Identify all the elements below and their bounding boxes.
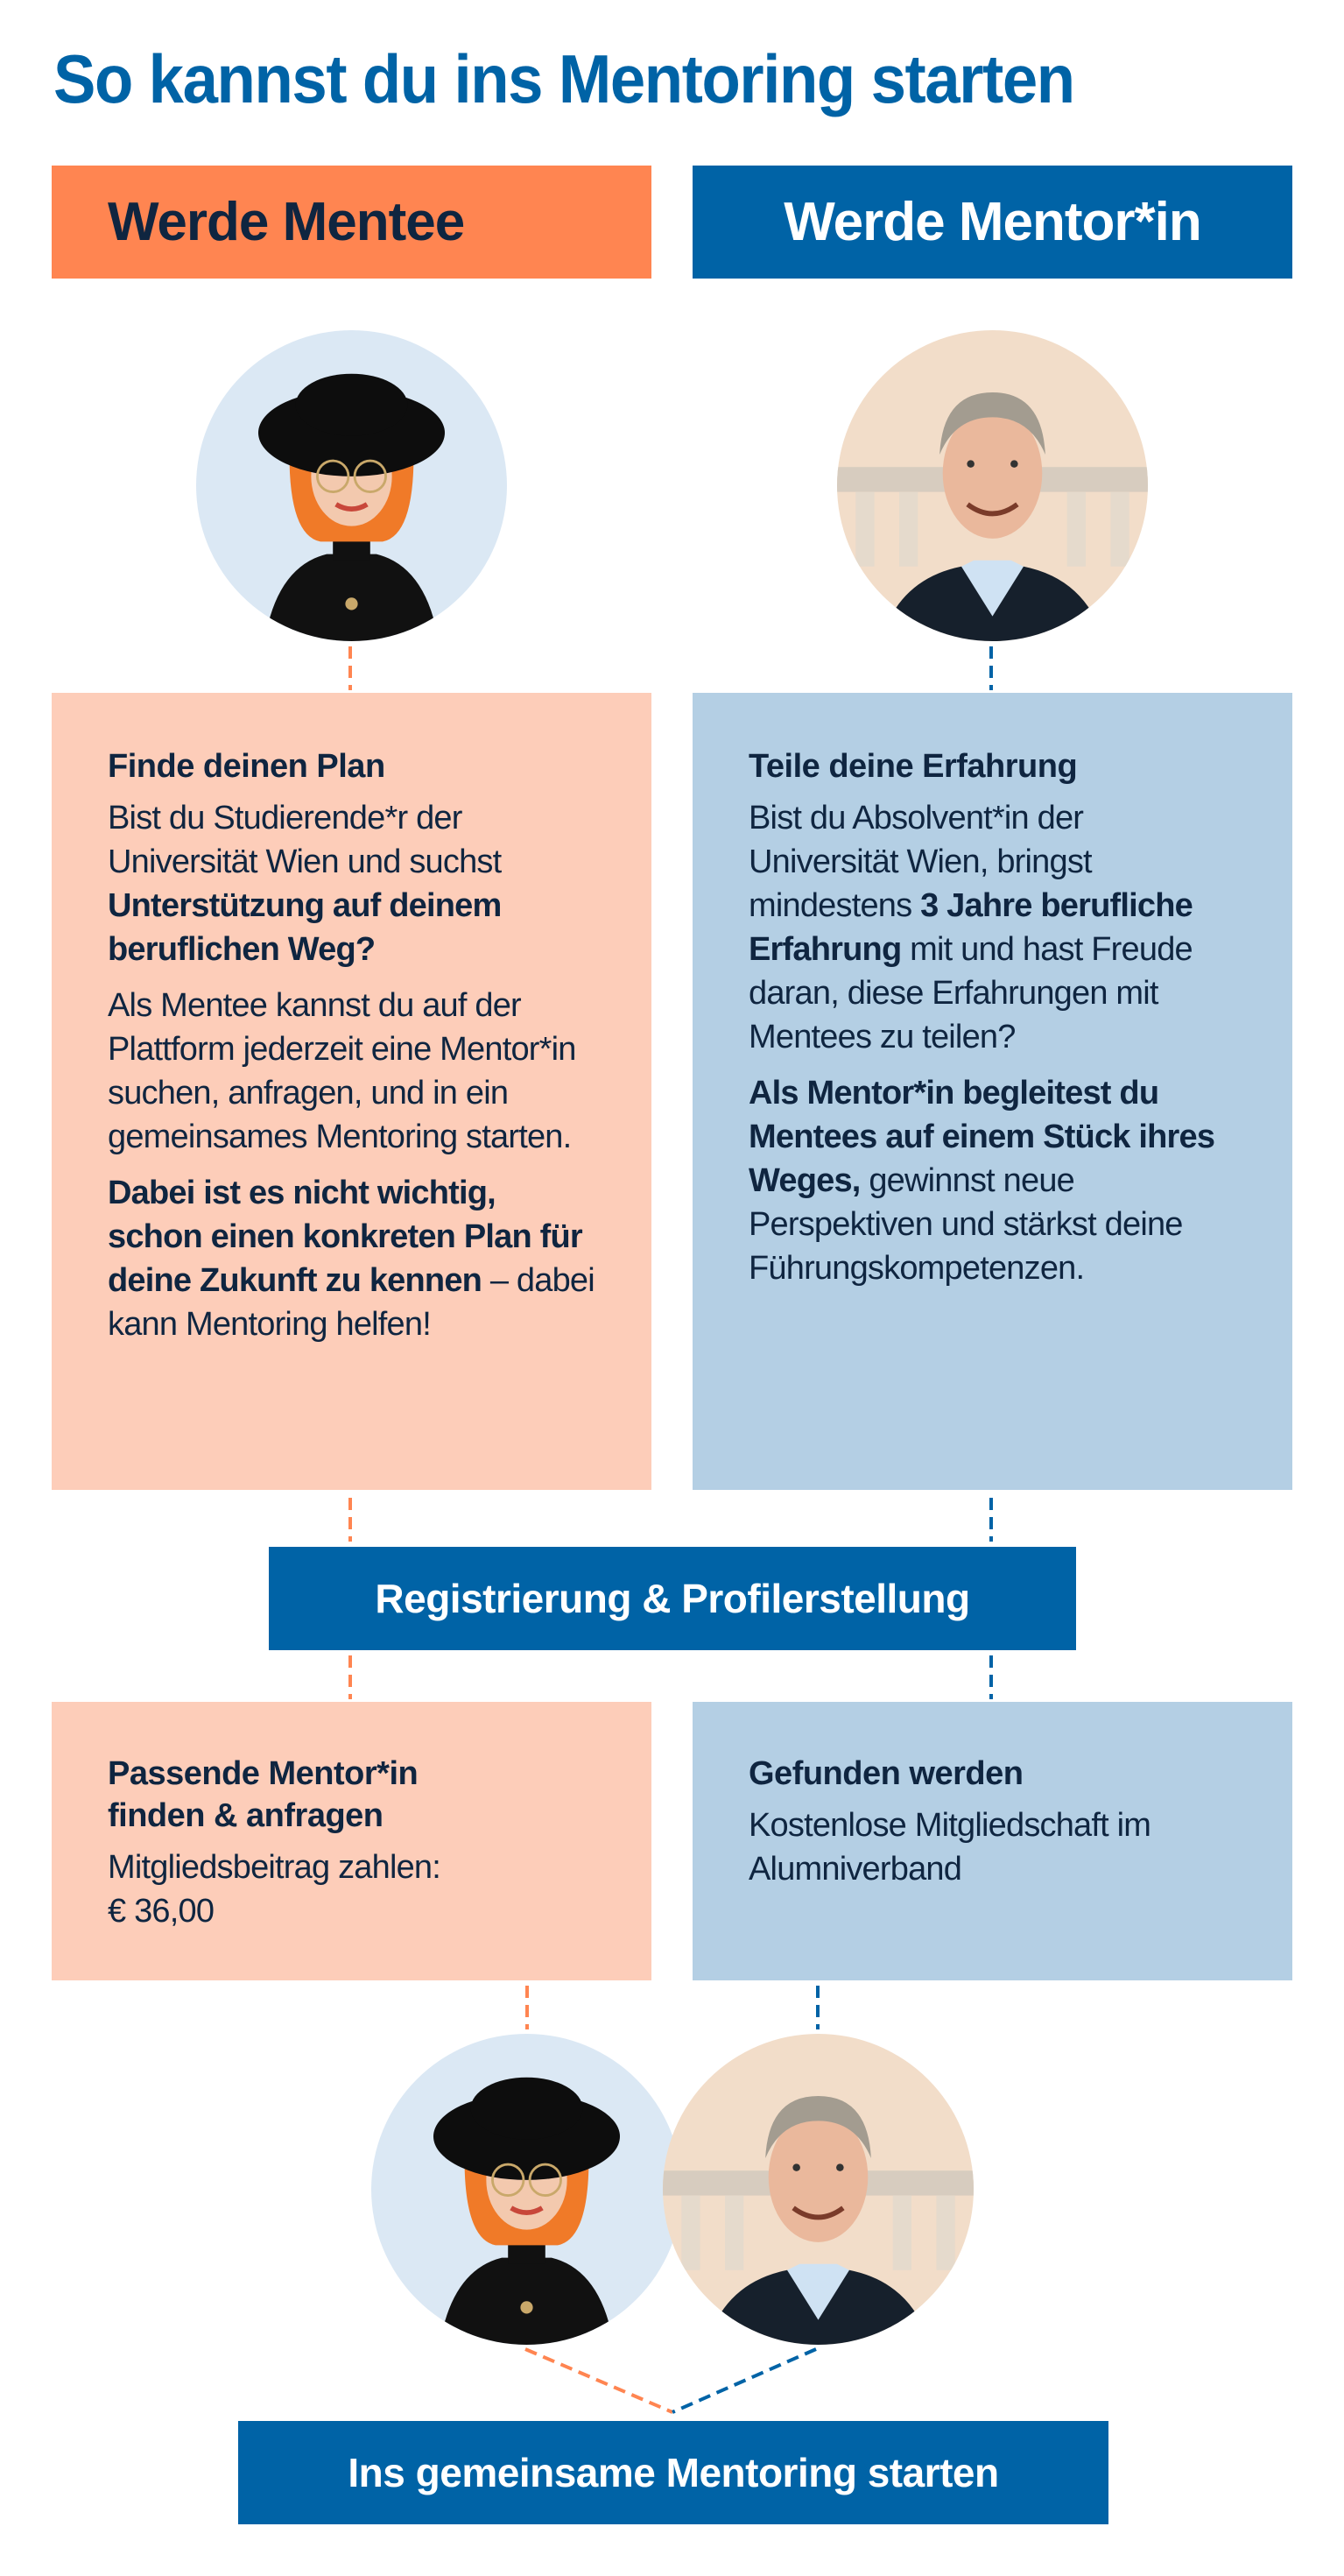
connector-mentor-2 [989, 1498, 993, 1542]
page-title: So kannst du ins Mentoring starten [53, 40, 1075, 117]
mentee-step2-card: Passende Mentor*in finden & anfragen Mit… [52, 1702, 651, 1980]
mentee-avatar-bottom [371, 2034, 682, 2345]
mentee-card-paragraph-2: Als Mentee kannst du auf der Plattform j… [108, 987, 576, 1155]
mentee-step2-price: € 36,00 [108, 1893, 215, 1930]
person-photo-mentee-icon [371, 2034, 682, 2345]
mentee-step2-text-line1: Mitgliedsbeitrag zahlen: [108, 1849, 441, 1886]
mentor-header: Werde Mentor*in [693, 166, 1292, 279]
converging-connectors [524, 2347, 817, 2414]
mentee-avatar [196, 330, 507, 641]
person-photo-mentor-icon [663, 2034, 974, 2345]
mentor-step2-text: Kostenlose Mitgliedschaft im Alumniverba… [749, 1807, 1151, 1888]
connector-mentee-3 [348, 1655, 352, 1699]
mentee-step2-heading: Passende Mentor*in finden & anfragen [108, 1755, 419, 1834]
connector-mentor-1 [989, 646, 993, 690]
final-label: Ins gemeinsame Mentoring starten [348, 2450, 999, 2495]
mentee-card-paragraph-1: Bist du Studierende*r der Universität Wi… [108, 800, 502, 968]
mentor-card-paragraph-2: Als Mentor*in begleitest du Mentees auf … [749, 1075, 1215, 1287]
connector-mentee-2 [348, 1498, 352, 1542]
connector-mentor-3 [989, 1655, 993, 1699]
mentee-info-card: Finde deinen Plan Bist du Studierende*r … [52, 693, 651, 1490]
final-step: Ins gemeinsame Mentoring starten [238, 2421, 1108, 2524]
mentor-avatar-bottom [663, 2034, 974, 2345]
mentor-info-card: Teile deine Erfahrung Bist du Absolvent*… [693, 693, 1292, 1490]
mentor-avatar [837, 330, 1148, 641]
connector-mentee-1 [348, 646, 352, 690]
mentor-card-heading: Teile deine Erfahrung [749, 748, 1078, 785]
mentee-header: Werde Mentee [52, 166, 651, 279]
mentee-header-label: Werde Mentee [108, 192, 465, 252]
mentee-card-heading: Finde deinen Plan [108, 748, 385, 785]
mentee-card-paragraph-3: Dabei ist es nicht wichtig, schon einen … [108, 1175, 595, 1343]
person-photo-mentor-icon [837, 330, 1148, 641]
registration-label: Registrierung & Profilerstellung [375, 1576, 970, 1621]
person-photo-mentee-icon [196, 330, 507, 641]
connector-mentor-4 [816, 1986, 820, 2029]
mentor-card-paragraph-1: Bist du Absolvent*in der Universität Wie… [749, 800, 1193, 1055]
mentor-step2-heading: Gefunden werden [749, 1755, 1024, 1792]
connector-mentee-4 [525, 1986, 529, 2029]
mentor-step2-card: Gefunden werden Kostenlose Mitgliedschaf… [693, 1702, 1292, 1980]
mentor-header-label: Werde Mentor*in [784, 192, 1201, 252]
registration-step: Registrierung & Profilerstellung [269, 1547, 1076, 1650]
